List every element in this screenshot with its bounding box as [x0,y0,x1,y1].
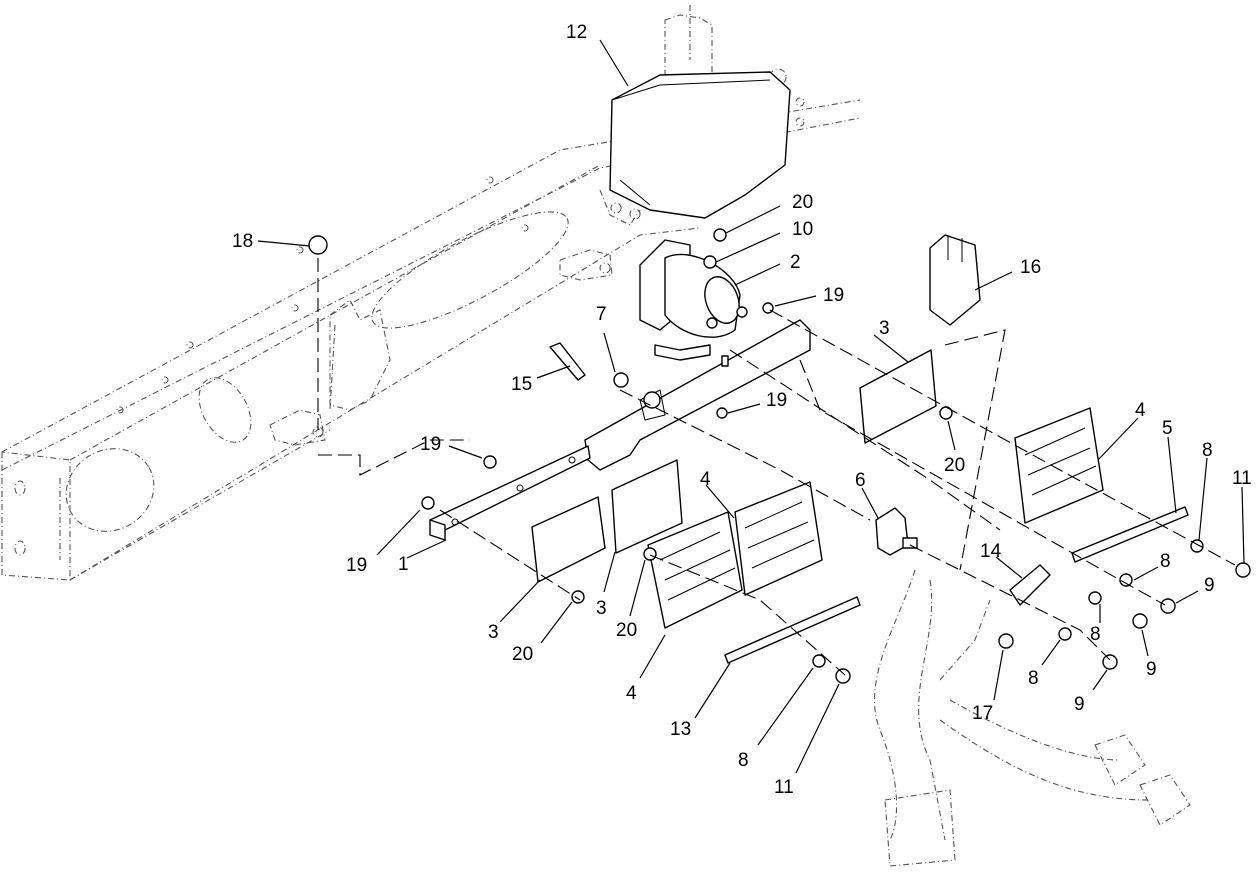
callout-19: 19 [346,555,367,576]
callout-8: 8 [1202,440,1213,461]
callout-8: 8 [1160,551,1171,572]
callout-6: 6 [855,470,866,491]
callout-4: 4 [1135,400,1146,421]
callout-4: 4 [700,469,711,490]
callout-4: 4 [626,683,637,704]
callout-13: 13 [670,719,691,740]
callout-10: 10 [792,219,813,240]
callout-11: 11 [774,777,794,798]
assembly-axis-lines [317,258,1236,676]
callout-12: 12 [566,22,587,43]
callout-17: 17 [972,703,993,724]
callout-8: 8 [1090,624,1101,645]
callout-3: 3 [596,598,607,619]
bus-bar-parts-5-13 [724,506,1189,664]
cover-part-12 [609,71,791,219]
callout-9: 9 [1074,694,1085,715]
callout-19: 19 [823,285,844,306]
bus-bar-part-1 [429,445,591,541]
callout-18: 18 [232,231,253,252]
callout-3: 3 [879,318,890,339]
fuse-blocks-part-4 [647,407,1104,629]
callout-16: 16 [1020,257,1041,278]
callout-7: 7 [596,304,607,325]
callout-8: 8 [738,750,749,771]
callout-19: 19 [766,390,787,411]
callout-14: 14 [980,541,1002,562]
callout-3: 3 [488,622,499,643]
callout-9: 9 [1204,575,1215,596]
callout-20: 20 [616,620,637,641]
wire-harness-phantom [874,569,1191,867]
callout-20: 20 [512,644,533,665]
callout-9: 9 [1146,659,1157,680]
callout-8: 8 [1028,668,1039,689]
hardware-fasteners [308,228,1251,684]
callout-2: 2 [790,252,801,273]
callout-5: 5 [1162,418,1173,439]
callout-19: 19 [420,434,441,455]
callout-15: 15 [511,374,532,395]
insulator-plates-part-3 [531,349,937,583]
solenoid-part-2 [639,239,748,361]
callout-20: 20 [944,455,965,476]
callout-20: 20 [792,192,813,213]
callout-leader-lines [257,39,1245,774]
callout-1: 1 [398,554,409,575]
callout-11: 11 [1232,468,1252,489]
callout-numbers: 12 18 20 10 2 19 16 7 15 3 19 4 5 8 11 2… [232,22,1252,798]
